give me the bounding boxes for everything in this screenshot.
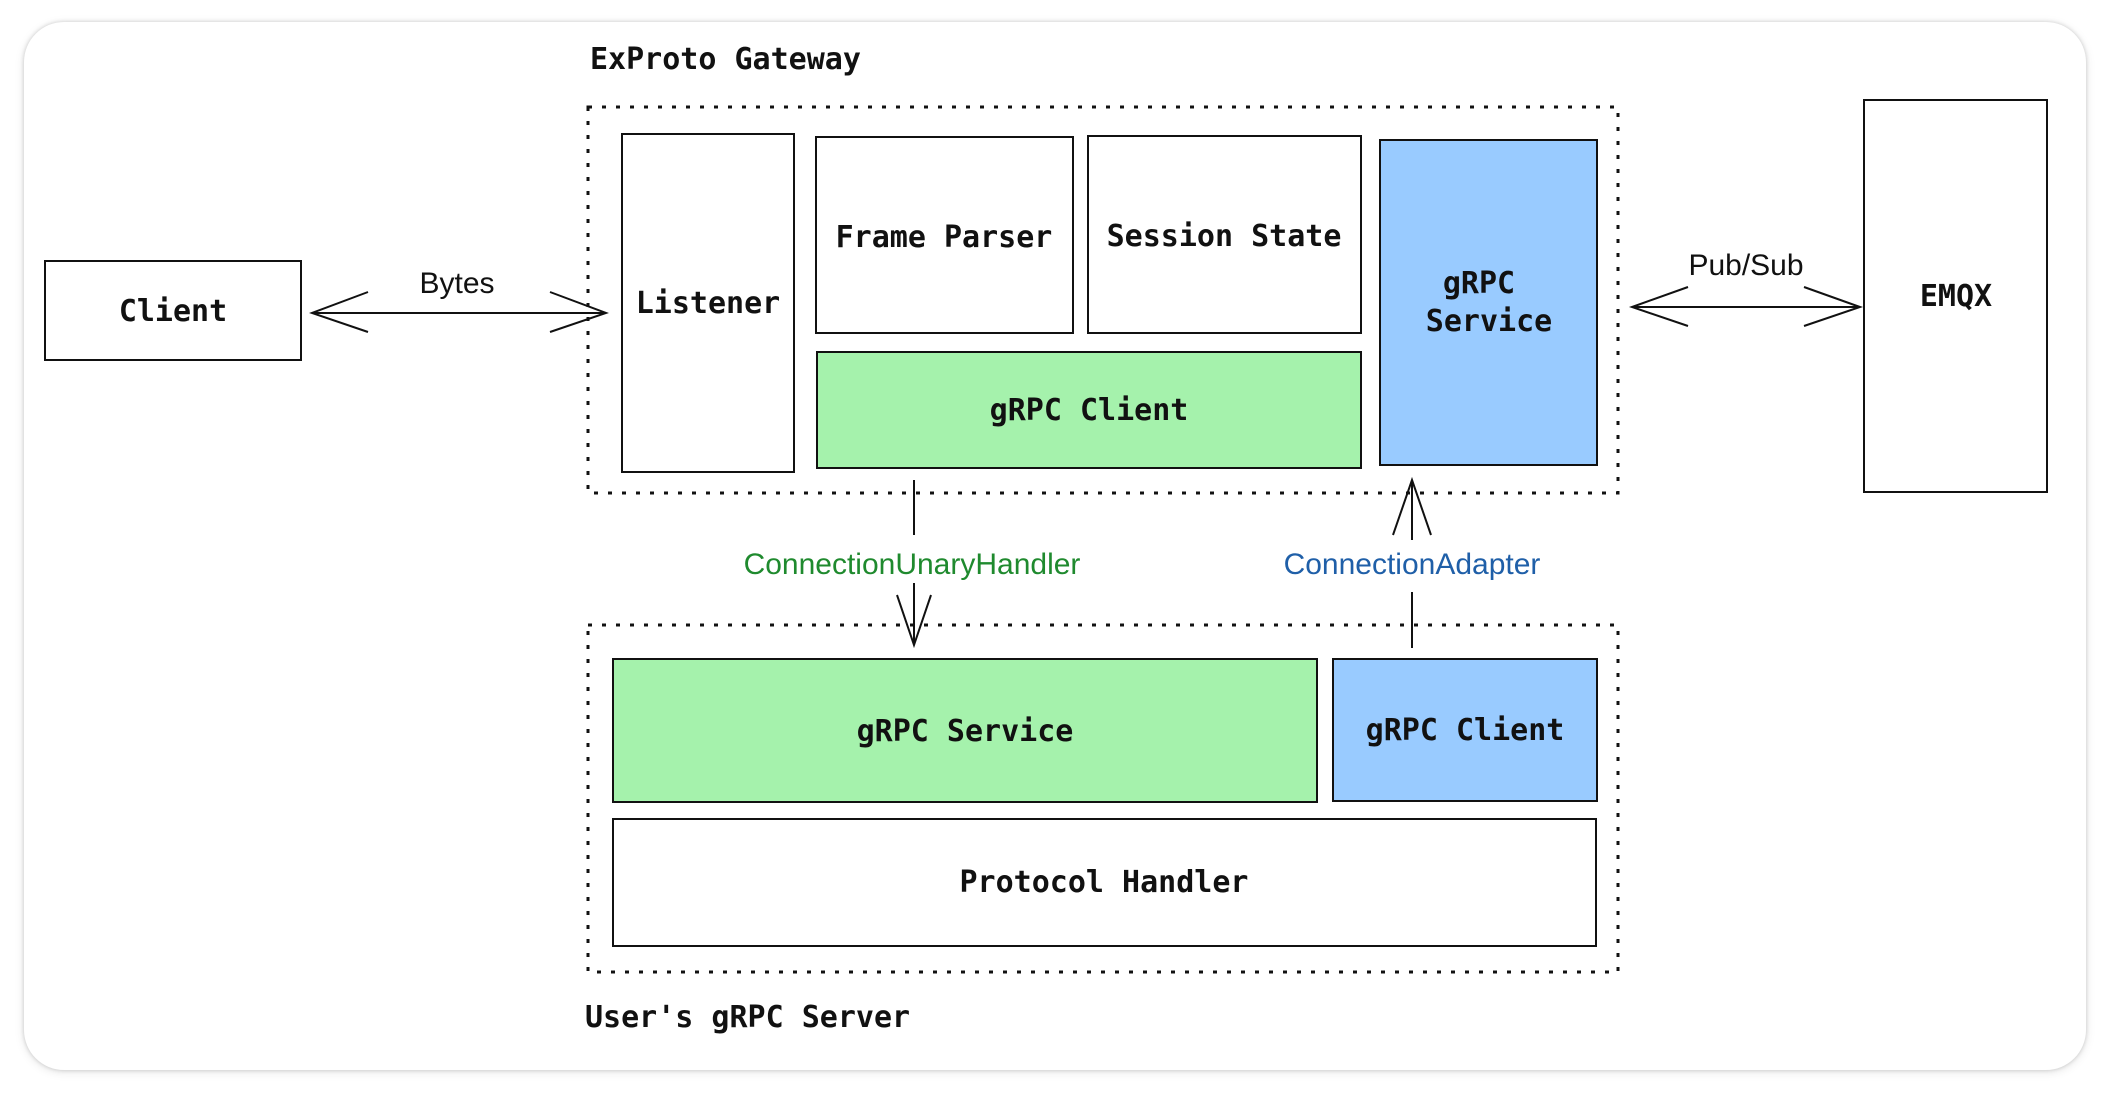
pubsub-arrow bbox=[1628, 286, 1864, 327]
frame-parser-label: Frame Parser bbox=[836, 220, 1053, 255]
client-box bbox=[44, 260, 302, 361]
server-container bbox=[586, 623, 1620, 974]
pubsub-label: Pub/Sub bbox=[1688, 249, 1803, 282]
gateway-grpc-service-box bbox=[1379, 139, 1598, 466]
protocol-handler-label: Protocol Handler bbox=[960, 865, 1249, 900]
gateway-grpc-client-label: gRPC Client bbox=[990, 393, 1189, 428]
client-label: Client bbox=[119, 294, 227, 329]
server-grpc-service-box bbox=[612, 658, 1318, 803]
protocol-handler-box bbox=[612, 818, 1597, 947]
bytes-label: Bytes bbox=[419, 267, 494, 300]
bytes-arrow bbox=[309, 291, 609, 333]
frame-parser-box bbox=[815, 136, 1074, 334]
server-grpc-service-label: gRPC Service bbox=[857, 714, 1074, 749]
gateway-title: ExProto Gateway bbox=[590, 42, 861, 77]
server-grpc-client-box bbox=[1332, 658, 1598, 802]
listener-label: Listener bbox=[636, 286, 781, 321]
connection-unary-handler-arrow bbox=[896, 480, 932, 649]
emqx-label: EMQX bbox=[1920, 279, 1992, 314]
gateway-grpc-service-label-line2: Service bbox=[1426, 304, 1552, 339]
server-grpc-client-label: gRPC Client bbox=[1366, 713, 1565, 748]
connection-unary-handler-label: ConnectionUnaryHandler bbox=[744, 548, 1081, 581]
connection-adapter-arrow bbox=[1392, 476, 1432, 648]
gateway-grpc-client-box bbox=[816, 351, 1362, 469]
emqx-box bbox=[1863, 99, 2048, 493]
connection-adapter-label: ConnectionAdapter bbox=[1284, 548, 1541, 581]
session-state-label: Session State bbox=[1107, 219, 1342, 254]
listener-box bbox=[621, 133, 795, 473]
gateway-grpc-service-label-line1: gRPC bbox=[1443, 266, 1515, 301]
session-state-box bbox=[1087, 135, 1362, 334]
server-title: User's gRPC Server bbox=[585, 1000, 910, 1035]
